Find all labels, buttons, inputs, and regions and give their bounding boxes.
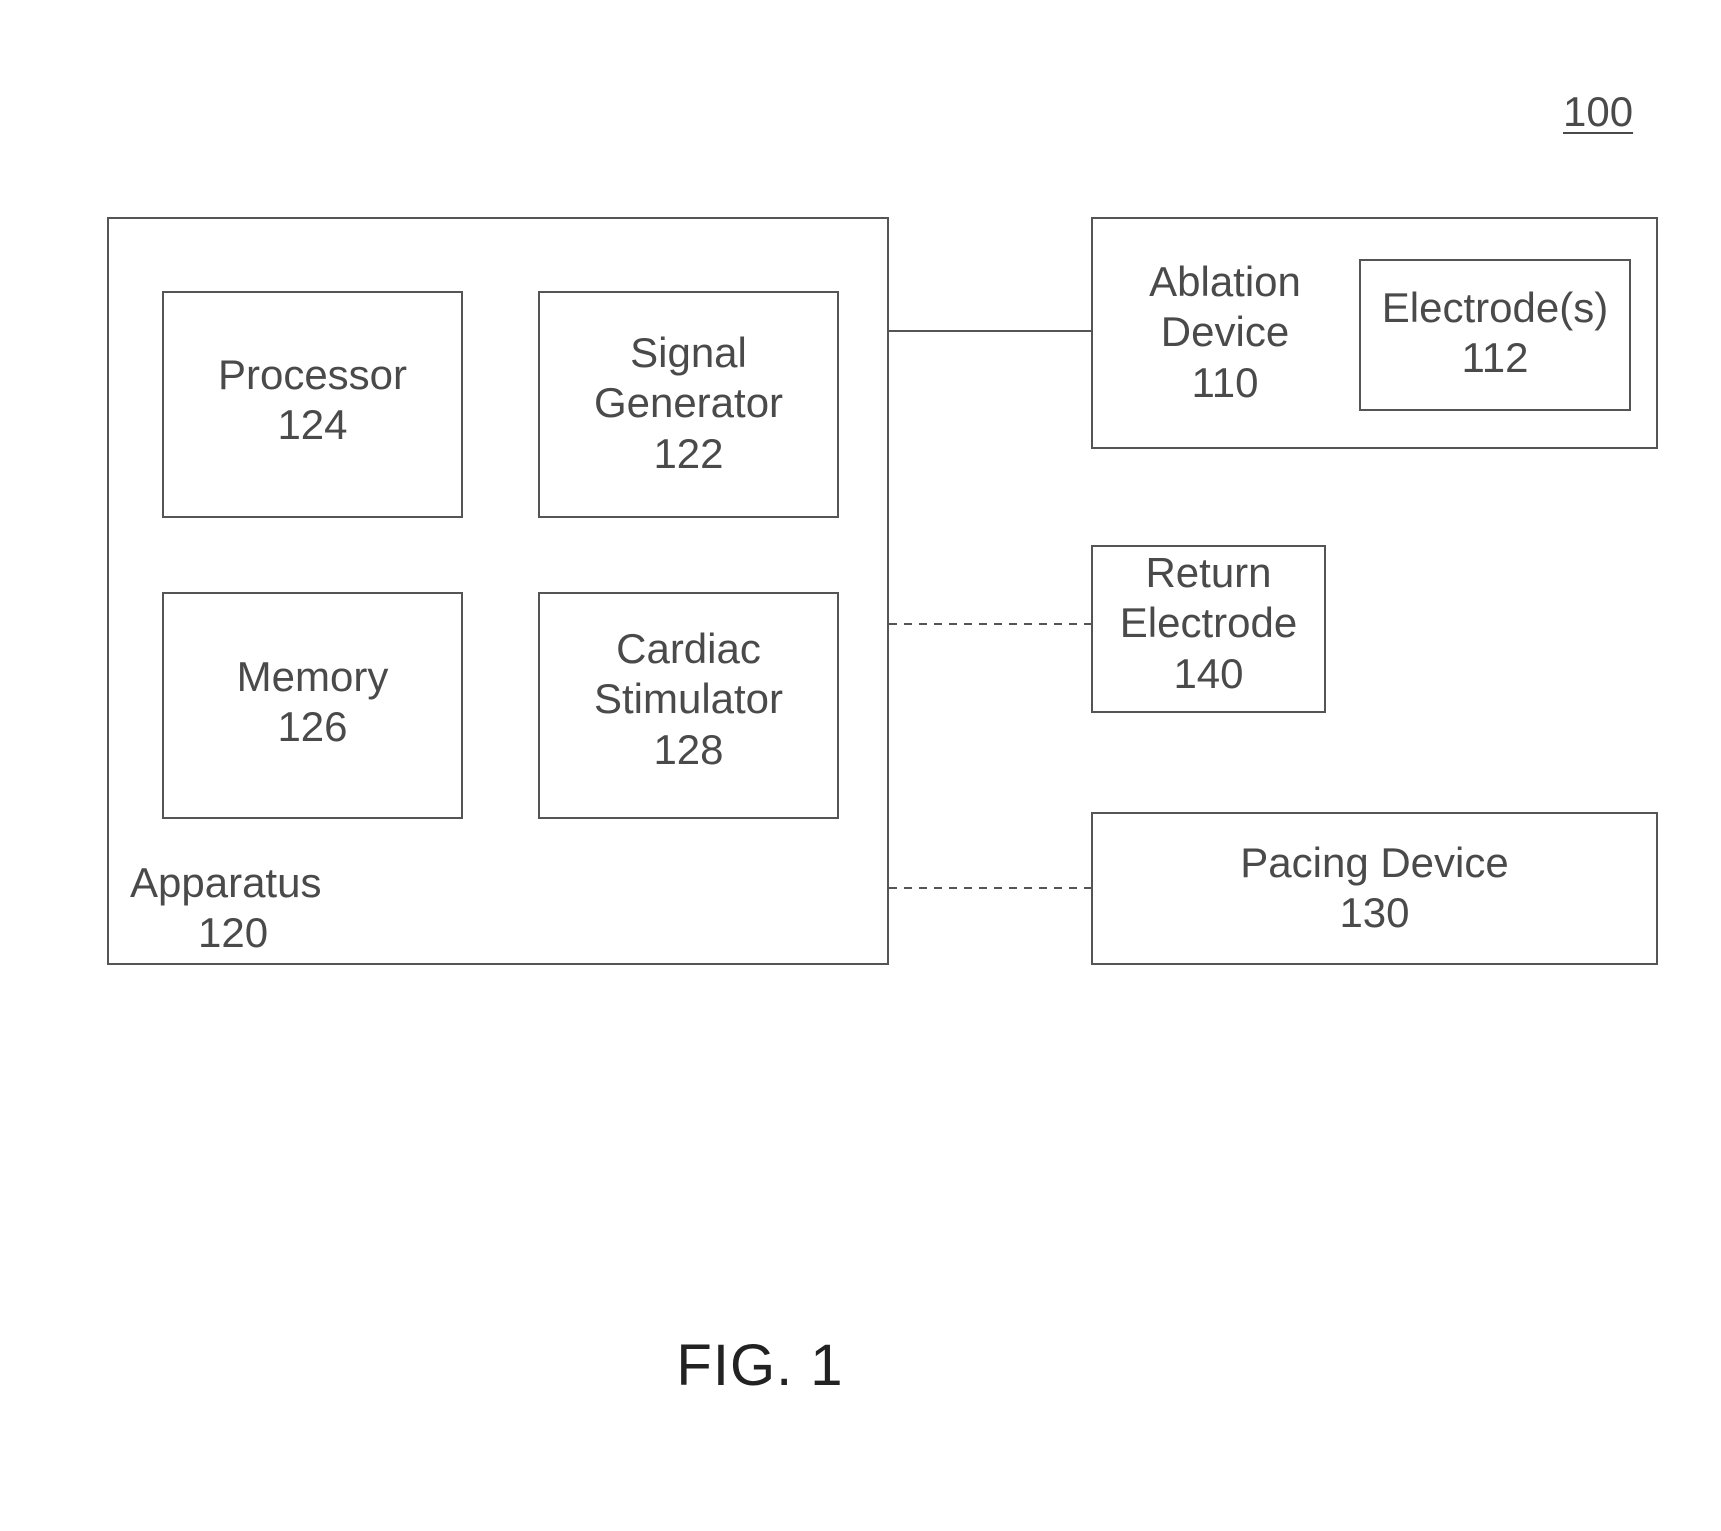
apparatus-label-line2: 120	[130, 908, 350, 958]
signal-generator-label-line1: Signal	[538, 328, 839, 378]
cardiac-stimulator-label-line3: 128	[538, 725, 839, 775]
processor-label-line2: 124	[162, 400, 463, 450]
ablation-device-label-line1: Ablation	[1110, 257, 1340, 307]
processor-label-line1: Processor	[162, 350, 463, 400]
apparatus-label: Apparatus 120	[130, 858, 350, 959]
figure-reference-number: 100	[1563, 88, 1633, 136]
return-electrode-label-line2: Electrode	[1091, 598, 1326, 648]
return-electrode-label: Return Electrode 140	[1091, 548, 1326, 699]
memory-label-line1: Memory	[162, 652, 463, 702]
electrodes-label-line2: 112	[1359, 333, 1631, 383]
signal-generator-label-line2: Generator	[538, 378, 839, 428]
signal-generator-label-line3: 122	[538, 429, 839, 479]
cardiac-stimulator-label: Cardiac Stimulator 128	[538, 624, 839, 775]
cardiac-stimulator-label-line2: Stimulator	[538, 674, 839, 724]
signal-generator-label: Signal Generator 122	[538, 328, 839, 479]
return-electrode-label-line3: 140	[1091, 649, 1326, 699]
ablation-device-label-line3: 110	[1110, 358, 1340, 408]
apparatus-label-line1: Apparatus	[130, 858, 350, 908]
cardiac-stimulator-label-line1: Cardiac	[538, 624, 839, 674]
memory-label: Memory 126	[162, 652, 463, 753]
ablation-device-label: Ablation Device 110	[1110, 257, 1340, 408]
pacing-device-label-line1: Pacing Device	[1091, 838, 1658, 888]
return-electrode-label-line1: Return	[1091, 548, 1326, 598]
pacing-device-label: Pacing Device 130	[1091, 838, 1658, 939]
electrodes-label-line1: Electrode(s)	[1359, 283, 1631, 333]
electrodes-label: Electrode(s) 112	[1359, 283, 1631, 384]
memory-label-line2: 126	[162, 702, 463, 752]
processor-label: Processor 124	[162, 350, 463, 451]
figure-caption: FIG. 1	[660, 1332, 860, 1399]
pacing-device-label-line2: 130	[1091, 888, 1658, 938]
ablation-device-label-line2: Device	[1110, 307, 1340, 357]
